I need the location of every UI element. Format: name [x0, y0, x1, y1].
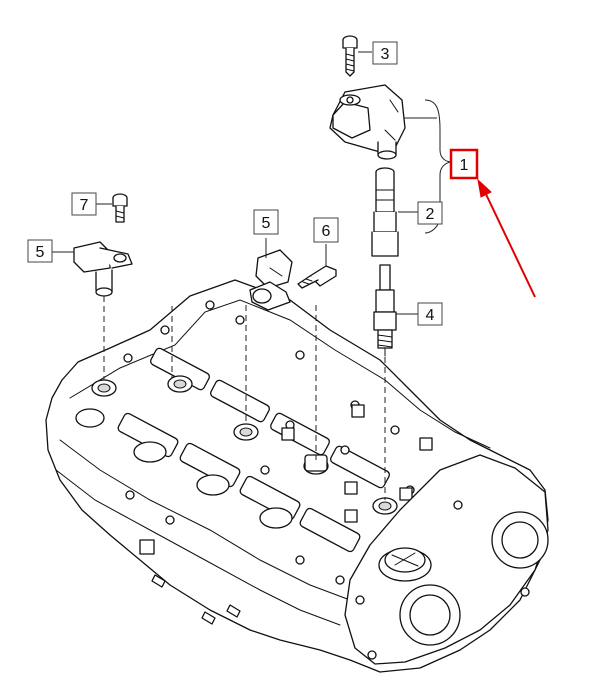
- svg-text:4: 4: [426, 307, 435, 324]
- callout-2: 2: [417, 201, 443, 225]
- bolt-7: [112, 193, 128, 223]
- bearing-caps: [117, 347, 390, 553]
- callout-4: 4: [417, 302, 443, 326]
- callout-5-middle: 5: [253, 209, 279, 235]
- callout-7: 7: [71, 192, 97, 216]
- svg-text:5: 5: [36, 244, 45, 261]
- svg-text:5: 5: [262, 215, 271, 232]
- callout-5-left: 5: [27, 239, 53, 263]
- spark-plug: [373, 264, 397, 357]
- ignition-coil: [329, 84, 406, 160]
- svg-text:3: 3: [381, 46, 390, 63]
- red-arrow-icon: [477, 178, 536, 298]
- camshaft-sensor-middle: [249, 249, 293, 311]
- timing-cover: [344, 454, 549, 665]
- cylinder-head: [45, 279, 549, 673]
- studs: [139, 539, 241, 625]
- camshaft-sensor-left: [73, 241, 133, 297]
- svg-text:2: 2: [426, 206, 435, 223]
- intake-ports: [75, 408, 293, 529]
- svg-text:1: 1: [460, 157, 469, 174]
- bolt-3: [342, 35, 358, 77]
- bolt-6: [297, 265, 337, 289]
- svg-text:7: 7: [80, 197, 89, 214]
- callout-6: 6: [313, 217, 339, 243]
- callout-3: 3: [372, 41, 398, 65]
- coil-boot: [371, 167, 399, 257]
- highlight-box: [449, 148, 479, 180]
- svg-text:6: 6: [322, 223, 331, 240]
- callout-1: 1: [449, 148, 479, 180]
